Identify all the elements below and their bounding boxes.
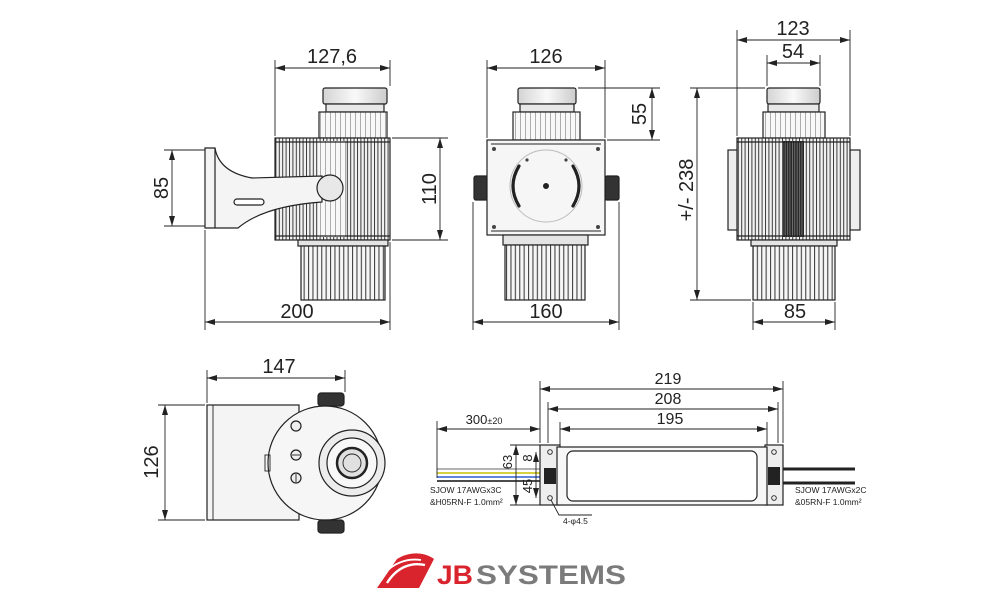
cap-width-label: 54 — [782, 41, 804, 63]
input-cable-spec: SJOW 17AWGx3C — [430, 485, 501, 495]
lens-barrel — [512, 111, 581, 141]
output-cable-spec: &05RN-F 1.0mm² — [795, 497, 862, 507]
mounting-holes-label: 4-φ4.5 — [563, 516, 588, 526]
lens-ring — [325, 103, 385, 113]
overall-length-label: 219 — [655, 371, 682, 388]
rear-view — [727, 87, 861, 301]
side-knob-left — [473, 175, 489, 201]
brand-logo: JB SYSTEMS — [377, 553, 626, 590]
body-dark-band — [782, 141, 804, 237]
inner-height-label: 45 — [520, 479, 535, 493]
jb-logo-stripe — [382, 558, 422, 576]
overall-width-label: 160 — [529, 301, 562, 323]
gobo-wheel-outline — [509, 149, 583, 223]
cable-gland-left — [544, 468, 556, 484]
lens-cap — [517, 87, 577, 105]
bracket-knob — [316, 174, 344, 202]
mounting-hole — [547, 449, 553, 455]
driver-unit — [437, 444, 855, 506]
plate-screw — [564, 158, 568, 162]
width-label: 147 — [262, 356, 295, 378]
jb-logo-icon — [377, 553, 434, 588]
adjust-slot-left — [511, 164, 521, 208]
bottom-view — [206, 392, 386, 534]
lens-barrel — [318, 111, 388, 139]
fins-width-label: 85 — [784, 301, 806, 323]
bracket-height-label: 85 — [151, 177, 173, 199]
plate-screw — [596, 147, 600, 151]
adjust-slot-right — [571, 164, 581, 208]
cooling-fins — [504, 244, 586, 301]
lens-center — [342, 453, 362, 473]
front-view — [473, 87, 620, 301]
fan-ring — [502, 234, 589, 246]
driver-dimensions: 219 208 195 300±20 63 8 45 4-φ4.5 SJOW 1… — [430, 371, 866, 526]
output-cable-spec: SJOW 17AWGx2C — [795, 485, 866, 495]
plate-screw — [525, 158, 529, 162]
lens-ring — [767, 103, 820, 113]
overall-width-label: 200 — [280, 301, 313, 323]
mounting-hole — [771, 449, 777, 455]
rear-view-dimensions: 123 54 +/- 238 85 — [676, 18, 851, 330]
cable-gland-right — [768, 467, 780, 485]
top-width-label: 127,6 — [307, 46, 357, 68]
housing-tab — [264, 454, 271, 472]
top-width-label: 126 — [529, 46, 562, 68]
front-view-dimensions: 126 55 160 — [472, 46, 660, 330]
lens-cap — [322, 87, 388, 105]
plate-screw — [596, 225, 600, 229]
height-label: 126 — [141, 445, 163, 478]
bracket-slot — [233, 198, 265, 206]
bottom-view-dimensions: 147 126 — [141, 356, 346, 521]
height-label: 63 — [500, 455, 515, 469]
fan-ring — [297, 239, 389, 247]
plate-screw — [492, 225, 496, 229]
plate-screw — [492, 147, 496, 151]
driver-label-panel — [566, 450, 758, 502]
side-knob-right — [604, 175, 620, 201]
flange-label: 8 — [520, 454, 535, 461]
cap-height-label: 55 — [629, 103, 651, 125]
side-view-dimensions: 127,6 85 110 200 — [151, 46, 448, 330]
mounting-hole — [547, 495, 553, 501]
jb-logo-stripe — [385, 563, 426, 584]
mounting-bracket — [204, 147, 323, 229]
lens-ring — [519, 103, 575, 113]
cable-length-value: 300 — [466, 412, 488, 427]
body-height-label: 110 — [419, 173, 441, 205]
cable-length-tolerance: ±20 — [487, 416, 502, 426]
cooling-fins — [752, 245, 836, 301]
input-cable-spec: &H05RN-F 1.0mm² — [430, 497, 503, 507]
screw — [290, 420, 302, 432]
brand-name-part2: SYSTEMS — [476, 560, 626, 590]
fan-ring — [750, 239, 838, 247]
lens-icon — [335, 446, 369, 480]
side-view — [204, 87, 391, 301]
brand-name-part1: JB — [437, 560, 473, 590]
case-length-label: 195 — [657, 411, 684, 428]
lens-barrel — [762, 111, 826, 139]
hole-spacing-label: 208 — [655, 391, 682, 408]
mounting-hole — [771, 495, 777, 501]
lens-cap — [766, 87, 821, 105]
cooling-fins — [300, 245, 386, 301]
top-knob — [317, 392, 345, 407]
center-pivot — [543, 183, 549, 189]
cable-length-label: 300±20 — [466, 412, 503, 427]
body-width-label: 123 — [776, 18, 809, 40]
side-plate-right — [849, 149, 861, 231]
bottom-knob — [317, 519, 345, 534]
leader-line — [550, 499, 592, 516]
overall-height-label: +/- 238 — [676, 159, 698, 222]
